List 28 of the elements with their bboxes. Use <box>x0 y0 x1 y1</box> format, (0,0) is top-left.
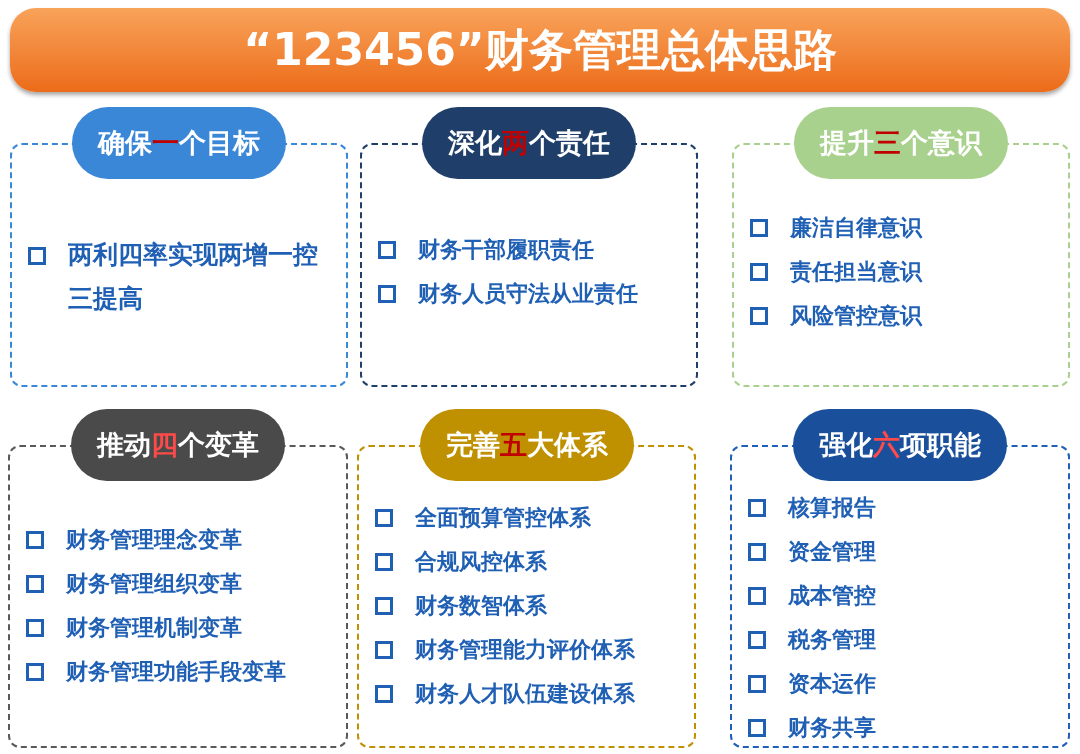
list-item: 财务管理能力评价体系 <box>415 636 635 664</box>
list-item: 财务管理组织变革 <box>66 570 242 598</box>
list-item: 财务管理机制变革 <box>66 614 242 642</box>
list-item: 财务管理功能手段变革 <box>66 658 286 686</box>
list-item: 财务管理理念变革 <box>66 526 242 554</box>
heading-pill: 推动四个变革 <box>71 409 285 481</box>
list-item: 核算报告 <box>788 494 876 522</box>
list-item: 财务人员守法从业责任 <box>418 280 638 308</box>
list-item: 财务干部履职责任 <box>418 236 594 264</box>
list-item: 责任担当意识 <box>790 258 922 286</box>
list-item: 财务人才队伍建设体系 <box>415 680 635 708</box>
list-item: 合规风控体系 <box>415 548 547 576</box>
list-item: 财务共享 <box>788 714 876 742</box>
list-item: 全面预算管控体系 <box>415 504 591 532</box>
list-item: 风险管控意识 <box>790 302 922 330</box>
heading-pill: 提升三个意识 <box>794 107 1008 179</box>
list-item: 税务管理 <box>788 626 876 654</box>
heading-pill: 强化六项职能 <box>793 409 1007 481</box>
list-item: 财务数智体系 <box>415 592 547 620</box>
heading-pill: 深化两个责任 <box>422 107 636 179</box>
heading-pill: 完善五大体系 <box>419 409 634 481</box>
list-item: 廉洁自律意识 <box>790 214 922 242</box>
list-item: 资本运作 <box>788 670 876 698</box>
list-item: 资金管理 <box>788 538 876 566</box>
heading-pill: 确保一个目标 <box>72 107 286 179</box>
list-item: 成本管控 <box>788 582 876 610</box>
list-item: 两利四率实现两增一控三提高 <box>68 239 319 315</box>
title: “123456”财务管理总体思路 <box>243 22 837 77</box>
